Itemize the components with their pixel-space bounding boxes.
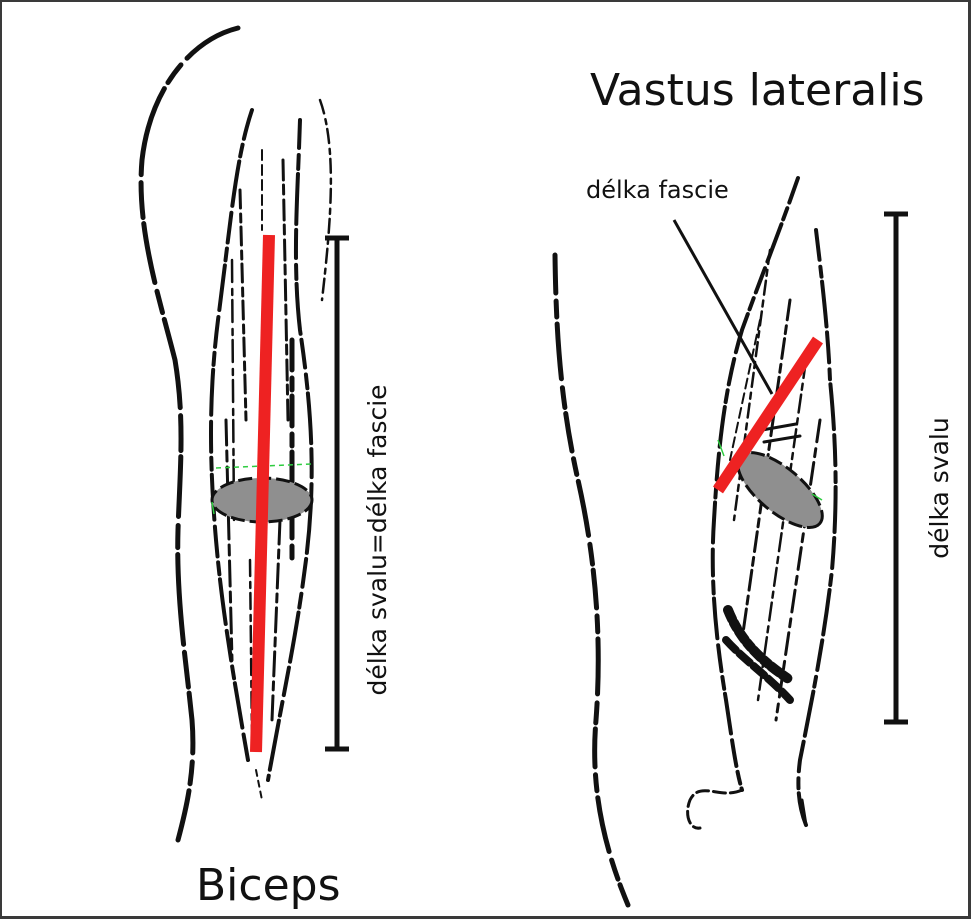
fascicle-pointer-line <box>674 220 772 394</box>
diagram-title: Vastus lateralis <box>590 65 925 116</box>
biceps-length-bar <box>325 238 349 749</box>
thigh-outline <box>555 255 628 905</box>
vastus-length-bar <box>884 214 908 722</box>
arm-outline <box>141 28 331 840</box>
biceps-label: Biceps <box>196 860 341 911</box>
vastus-bar-label: délka svalu <box>925 417 954 558</box>
biceps-bar-label: délka svalu=délka fascie <box>363 384 392 695</box>
vastus-fascicle-label: délka fascie <box>586 176 729 204</box>
biceps-fascicle-line <box>256 235 269 752</box>
